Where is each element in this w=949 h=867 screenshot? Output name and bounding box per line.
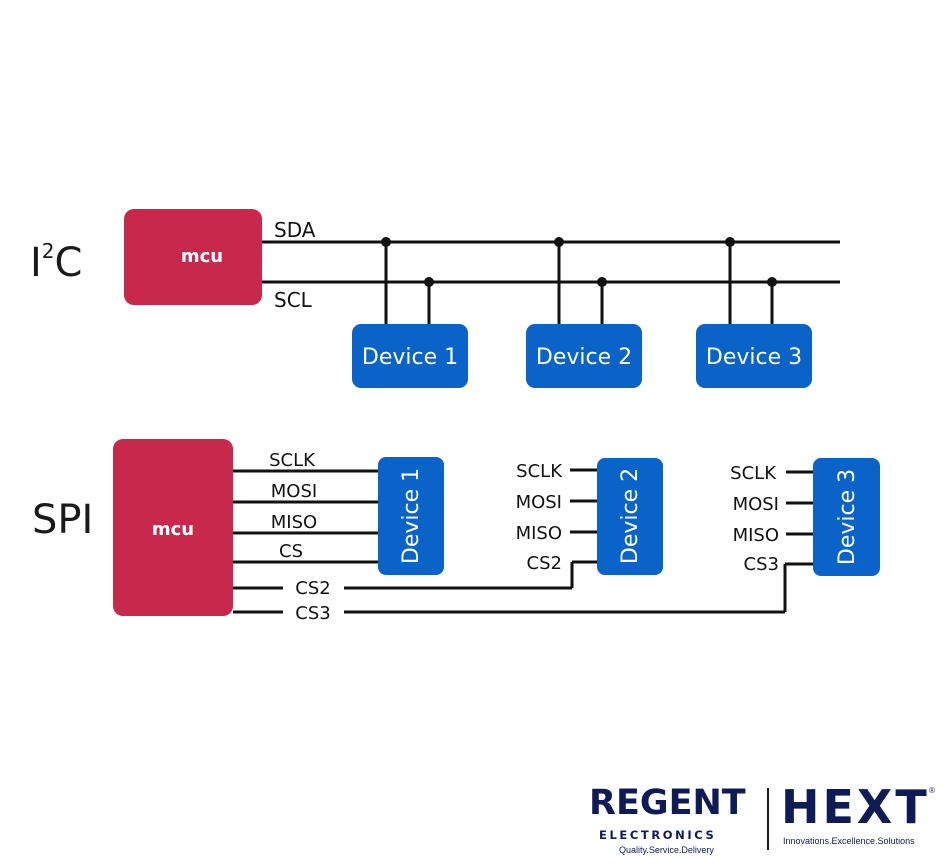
- spi-mcu-block: mcu: [113, 439, 233, 616]
- spi-device-3: Device 3: [813, 458, 880, 576]
- spi-device-3-pin-mosi: MOSI: [733, 494, 779, 515]
- i2c-device-1-label: Device 1: [362, 345, 458, 370]
- i2c-device-2-label: Device 2: [536, 345, 632, 370]
- spi-device-1-label: Device 1: [399, 468, 424, 564]
- spi-pin-mosi: MOSI: [271, 481, 317, 502]
- i2c-device-2: Device 2: [526, 324, 642, 388]
- i2c-title-tail: C: [55, 240, 83, 286]
- i2c-device-1: Device 1: [352, 324, 468, 388]
- i2c-device-3-label: Device 3: [706, 345, 802, 370]
- hext-logo: HEXT: [781, 780, 930, 834]
- spi-device-2-pin-mosi: MOSI: [516, 492, 562, 513]
- registered-mark: ®: [929, 786, 935, 795]
- i2c-mcu-block: mcu: [124, 209, 262, 305]
- spi-device-1: Device 1: [378, 457, 444, 575]
- spi-device-2-label: Device 2: [618, 468, 643, 564]
- spi-device-2: Device 2: [597, 458, 663, 575]
- i2c-title-sup: 2: [42, 239, 55, 263]
- i2c-device-3: Device 3: [696, 324, 812, 388]
- spi-device-2-pin-cs2: CS2: [527, 553, 562, 574]
- regent-logo: REGENT: [589, 783, 746, 823]
- i2c-mcu-label: mcu: [181, 246, 223, 267]
- i2c-title: I2C: [30, 239, 82, 286]
- regent-tagline: Quality.Service.Delivery: [619, 845, 714, 855]
- scl-label: SCL: [274, 288, 313, 312]
- spi-cs3-label: CS3: [295, 603, 330, 624]
- spi-device-3-pin-miso: MISO: [733, 525, 779, 546]
- brand-logos: REGENT ELECTRONICS Quality.Service.Deliv…: [585, 780, 941, 855]
- spi-pin-cs: CS: [279, 541, 303, 562]
- spi-mcu-label: mcu: [152, 519, 194, 540]
- spi-bus-lines: [233, 469, 378, 564]
- spi-title: SPI: [32, 497, 93, 543]
- i2c-device-taps: [381, 237, 777, 324]
- spi-device-3-label: Device 3: [835, 469, 860, 565]
- logo-divider: [767, 788, 769, 850]
- spi-device-2-pin-miso: MISO: [516, 523, 562, 544]
- spi-device-3-pin-sclk: SCLK: [730, 463, 777, 484]
- spi-cs-lines: [233, 560, 814, 614]
- spi-device-3-pin-cs3: CS3: [744, 554, 779, 575]
- spi-device-2-pins: [570, 468, 598, 534]
- sda-label: SDA: [274, 218, 316, 242]
- regent-subtitle: ELECTRONICS: [599, 828, 717, 842]
- hext-tagline: Innovations.Excellence.Solutions: [783, 836, 915, 846]
- spi-pin-miso: MISO: [271, 512, 317, 533]
- spi-cs2-label: CS2: [295, 578, 330, 599]
- i2c-title-base: I: [30, 240, 42, 286]
- spi-pin-sclk: SCLK: [269, 450, 316, 471]
- spi-device-2-pin-sclk: SCLK: [516, 461, 563, 482]
- spi-device-3-pins: [786, 470, 814, 536]
